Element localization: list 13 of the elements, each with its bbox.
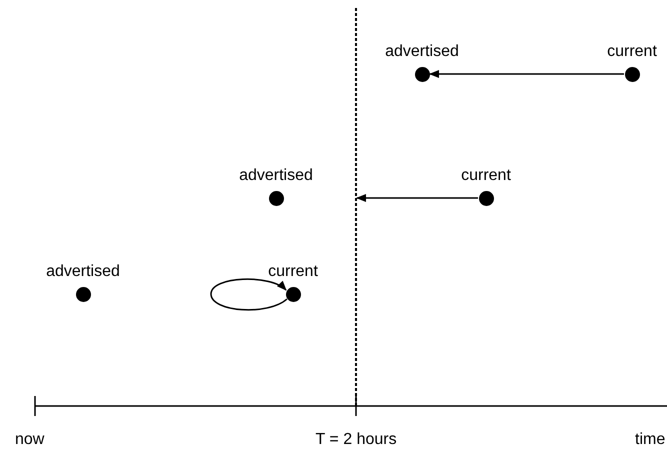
arrow bbox=[210, 278, 288, 311]
point-label: current bbox=[460, 166, 512, 186]
point-label: advertised bbox=[238, 166, 314, 186]
point-label: advertised bbox=[45, 262, 121, 282]
arrow bbox=[356, 194, 478, 202]
arrow bbox=[429, 70, 624, 78]
point-label: current bbox=[606, 42, 658, 62]
axis-label: time bbox=[635, 430, 666, 450]
axis-label: T = 2 hours bbox=[316, 430, 397, 450]
point-label: advertised bbox=[384, 42, 460, 62]
point-label: current bbox=[267, 262, 319, 282]
axis-label: now bbox=[15, 430, 44, 450]
deadline-line bbox=[355, 8, 357, 406]
